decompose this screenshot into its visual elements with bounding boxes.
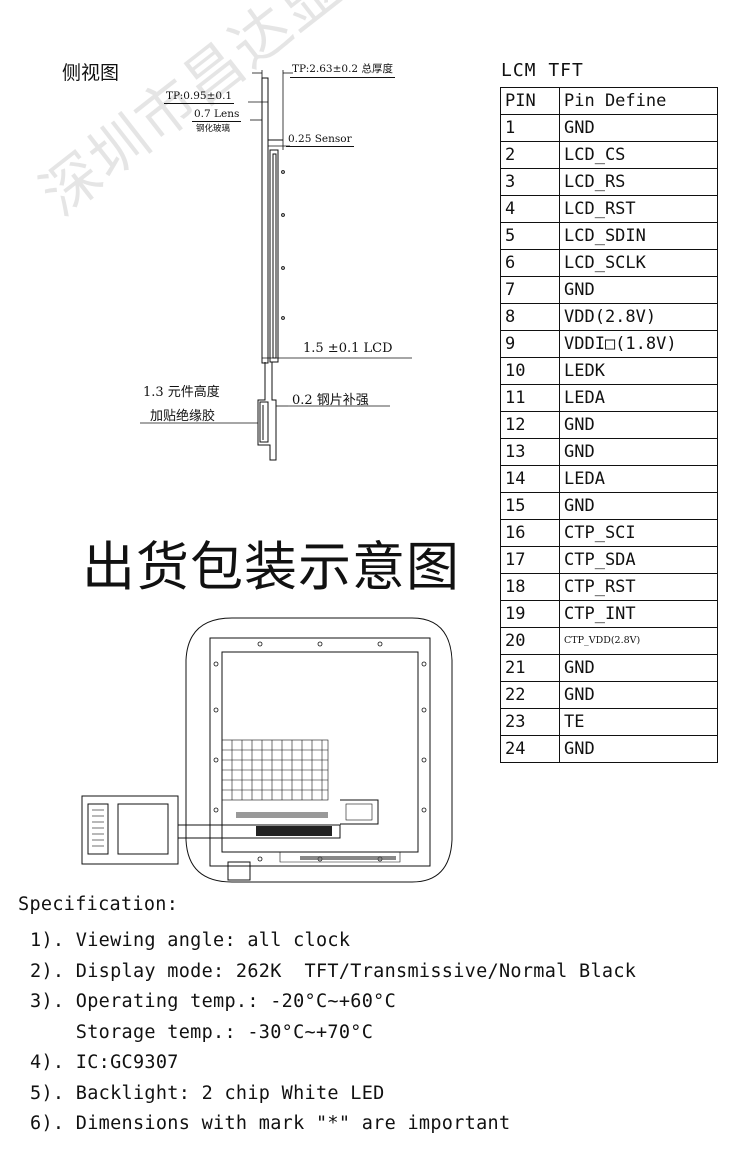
dim-total-thickness: TP:2.63±0.2 总厚度 [290, 61, 395, 78]
pin-number: 10 [500, 357, 560, 385]
pin-number: 12 [500, 411, 560, 439]
spec-item: 6). Dimensions with mark "*" are importa… [30, 1113, 511, 1134]
pin-number: 18 [500, 573, 560, 601]
pin-define: GND [559, 411, 718, 439]
pin-define: GND [559, 438, 718, 466]
dim-steel-reinforce: 0.2 钢片补强 [292, 393, 369, 408]
dim-sensor: 0.25 Sensor [286, 133, 354, 147]
pin-define: CTP_RST [559, 573, 718, 601]
pin-number: 21 [500, 654, 560, 682]
pin-define: GND [559, 114, 718, 142]
pin-define: LCD_SDIN [559, 222, 718, 250]
pin-define: VDDI□(1.8V) [559, 330, 718, 358]
pin-number: 19 [500, 600, 560, 628]
pin-number: 14 [500, 465, 560, 493]
shipping-title: 出货包装示意图 [82, 537, 460, 598]
pin-number: 7 [500, 276, 560, 304]
dim-lens: 0.7 Lens [192, 108, 242, 122]
pin-number: 9 [500, 330, 560, 358]
pin-define: LCD_RST [559, 195, 718, 223]
pin-define: CTP_SCI [559, 519, 718, 547]
spec-list: 1). Viewing angle: all clock 2). Display … [30, 930, 636, 1144]
dim-lens-sub: 钢化玻璃 [196, 124, 231, 134]
side-view-drawing [140, 70, 412, 461]
pin-number: 24 [500, 735, 560, 763]
pin-number: 15 [500, 492, 560, 520]
spec-heading: Specification: [18, 894, 179, 915]
pin-define: GND [559, 735, 718, 763]
pin-number: 1 [500, 114, 560, 142]
spec-item: 3). Operating temp.: -20°C~+60°C [30, 991, 397, 1012]
pin-define: LEDA [559, 465, 718, 493]
pin-define: GND [559, 654, 718, 682]
pin-define: VDD(2.8V) [559, 303, 718, 331]
pin-define: GND [559, 276, 718, 304]
pin-define: TE [559, 708, 718, 736]
pin-define: CTP_SDA [559, 546, 718, 574]
pin-number: 3 [500, 168, 560, 196]
spec-item: 4). IC:GC9307 [30, 1052, 179, 1073]
pin-number: 4 [500, 195, 560, 223]
spec-item: Storage temp.: -30°C~+70°C [30, 1021, 374, 1043]
spec-item: 1). Viewing angle: all clock [30, 930, 351, 951]
pin-number: 17 [500, 546, 560, 574]
dim-tp-thickness: TP:0.95±0.1 [164, 90, 235, 104]
pin-number: 20 [500, 627, 560, 655]
pin-define: GND [559, 492, 718, 520]
pin-number: 5 [500, 222, 560, 250]
pin-define: GND [559, 681, 718, 709]
spec-item: 5). Backlight: 2 chip White LED [30, 1082, 385, 1104]
pin-define: LEDK [559, 357, 718, 385]
pin-define: CTP_VDD(2.8V) [559, 627, 718, 655]
packaging-drawing [81, 617, 453, 883]
pin-number: 13 [500, 438, 560, 466]
pin-number: 23 [500, 708, 560, 736]
pin-define: LCD_CS [559, 141, 718, 169]
dim-lcd: 1.5 ±0.1 LCD [303, 341, 393, 356]
pin-number: 6 [500, 249, 560, 277]
header-pin: PIN [500, 87, 560, 115]
side-view-title: 侧视图 [62, 62, 120, 84]
dim-component-height: 1.3 元件高度 [143, 385, 220, 400]
header-pin-define: Pin Define [559, 87, 718, 115]
pin-define: LCD_SCLK [559, 249, 718, 277]
pin-table-header: PIN Pin Define [500, 87, 718, 115]
pin-define: LCD_RS [559, 168, 718, 196]
pin-define: CTP_INT [559, 600, 718, 628]
pin-number: 22 [500, 681, 560, 709]
pin-define: LEDA [559, 384, 718, 412]
label-insulation-tape: 加贴绝缘胶 [150, 409, 216, 424]
pin-number: 16 [500, 519, 560, 547]
pin-number: 11 [500, 384, 560, 412]
spec-item: 2). Display mode: 262K TFT/Transmissive/… [30, 960, 637, 982]
pin-number: 2 [500, 141, 560, 169]
pin-number: 8 [500, 303, 560, 331]
pin-table-title: LCM TFT [501, 60, 584, 81]
